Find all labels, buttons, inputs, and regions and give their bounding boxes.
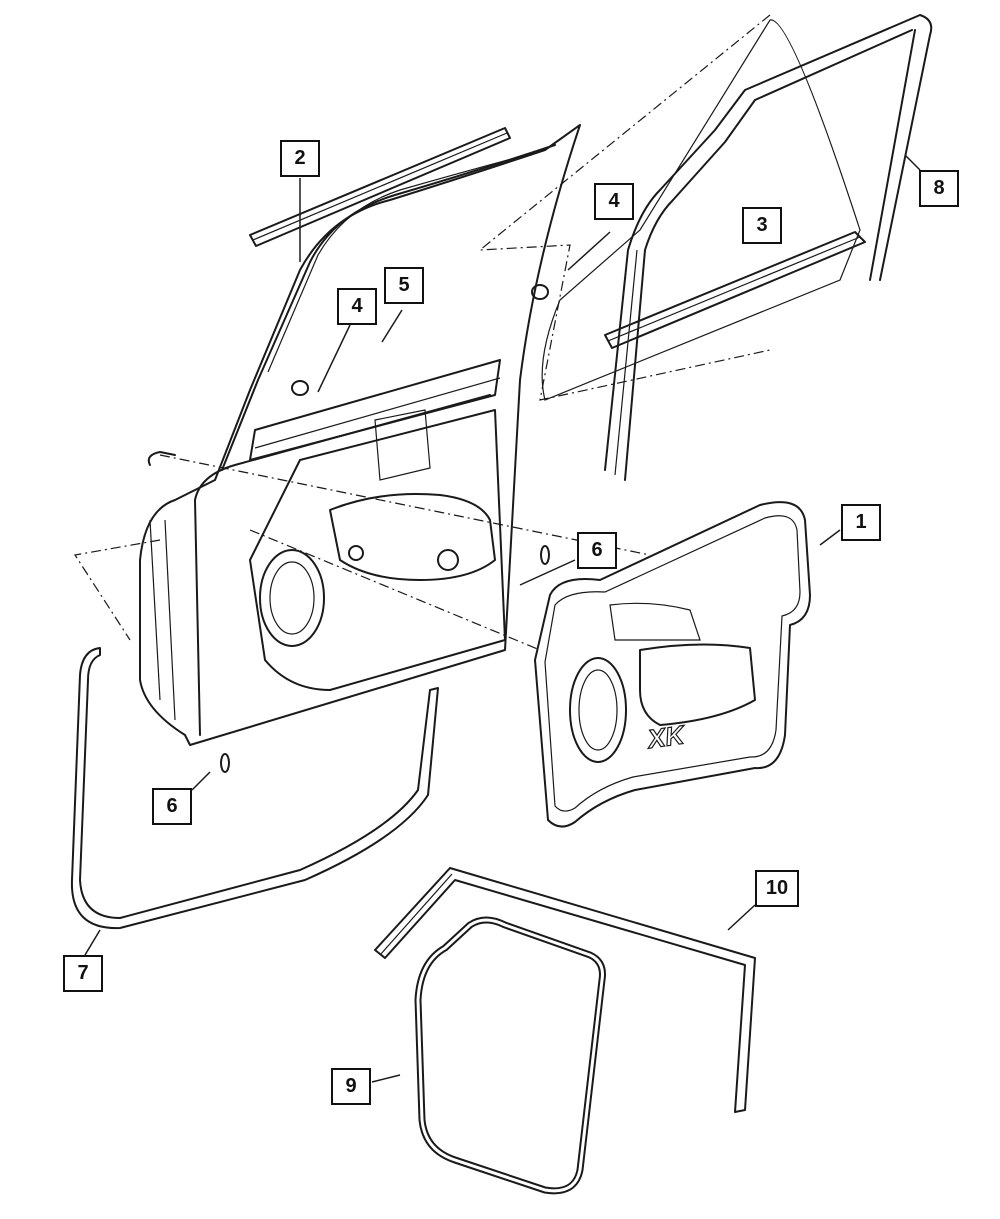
door-opening-weatherstrip (414, 916, 606, 1195)
callout-2: 2 (280, 140, 320, 177)
door-glass (541, 19, 861, 401)
callout-10: 10 (755, 870, 799, 907)
door-trim-panel (534, 501, 811, 828)
callout-6-left: 6 (152, 788, 192, 825)
callout-1: 1 (841, 504, 881, 541)
assembly-reference-lines (74, 14, 771, 651)
lower-door-seal (70, 647, 439, 930)
callout-9: 9 (331, 1068, 371, 1105)
callout-7: 7 (63, 955, 103, 992)
callout-3: 3 (742, 207, 782, 244)
roof-rail-weatherstrip (374, 867, 756, 1113)
inner-belt-weatherstrip (604, 231, 866, 349)
leader-lines (84, 154, 921, 1083)
callout-4-lower: 4 (337, 288, 377, 325)
xk-embossing: XK (644, 719, 688, 754)
glass-run-channel (604, 14, 933, 481)
callout-4-upper: 4 (594, 183, 634, 220)
callout-8: 8 (919, 170, 959, 207)
callout-5: 5 (384, 267, 424, 304)
callout-6-right: 6 (577, 532, 617, 569)
outer-belt-weatherstrip (249, 127, 511, 247)
door-shell (139, 124, 581, 773)
